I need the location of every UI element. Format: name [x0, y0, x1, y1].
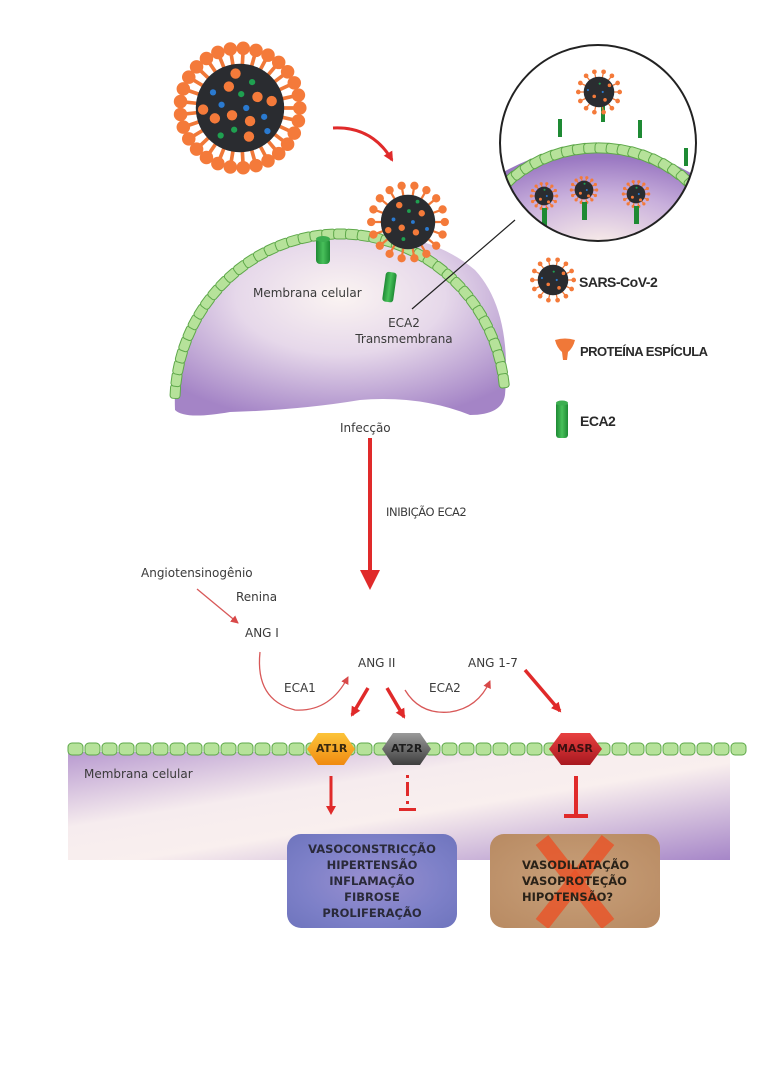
renin-label: Renina — [236, 590, 278, 604]
effect-vasoprotection: VASOPROTEÇÃO — [522, 874, 627, 888]
effect-vasodilation: VASODILATAÇÃO — [522, 858, 630, 872]
at2r-dashed-inhibition — [399, 775, 416, 811]
renin-arrow — [196, 588, 239, 624]
effect-proliferation: PROLIFERAÇÃO — [322, 906, 422, 920]
effect-hypotension: HIPOTENSÃO? — [522, 890, 614, 904]
ang2-to-at2r-arrow — [385, 687, 406, 719]
legend-spike-icon — [555, 338, 575, 360]
ang1-label: ANG I — [245, 626, 279, 640]
bottom-membrane-label: Membrana celular — [84, 767, 193, 781]
eca1-arrow — [258, 651, 349, 711]
ang17-label: ANG 1-7 — [468, 656, 518, 670]
virus-large-icon — [173, 41, 307, 175]
legend-label-ace2: ECA2 — [580, 413, 616, 429]
top-cell-membrane — [169, 228, 510, 400]
eca1-label: ECA1 — [284, 681, 316, 695]
at1r-effects-box: VASOCONSTRICÇÃO HIPERTENSÃO INFLAMAÇÃO F… — [287, 834, 457, 928]
ace2-receptor-top-icon — [316, 236, 330, 264]
masr-inhibition-bar — [564, 776, 588, 818]
at2r-label: AT2R — [391, 742, 423, 755]
masr-receptor[interactable] — [549, 733, 602, 765]
eca2-label: ECA2 — [429, 681, 461, 695]
top-membrane-label: Membrana celular — [253, 286, 362, 300]
legend-label-sars-cov-2: SARS-CoV-2 — [579, 274, 658, 290]
eca2-arrow — [404, 680, 491, 713]
effect-inflammation: INFLAMAÇÃO — [329, 874, 415, 888]
infection-label: Infecção — [340, 421, 391, 435]
effect-vasoconstriction: VASOCONSTRICÇÃO — [308, 842, 436, 856]
ace2-transmembrane-label-2: Transmembrana — [355, 332, 453, 346]
virus-bound-icon — [367, 181, 449, 263]
legend-ace2-icon — [556, 400, 568, 438]
legend-label-spike-protein: PROTEÍNA ESPÍCULA — [580, 344, 708, 359]
legend-virus-icon — [529, 257, 577, 303]
ace2-transmembrane-label-1: ECA2 — [388, 316, 420, 330]
zoom-inset — [499, 44, 697, 242]
at1r-receptor[interactable] — [307, 733, 355, 765]
zoom-callout-line — [411, 219, 516, 310]
blocked-cross-icon — [535, 835, 615, 928]
effect-fibrosis: FIBROSE — [344, 890, 400, 904]
masr-label: MASR — [557, 742, 593, 755]
effect-hypertension: HIPERTENSÃO — [326, 858, 418, 872]
at1r-label: AT1R — [316, 742, 348, 755]
ang2-to-at1r-arrow — [350, 687, 370, 717]
at2r-receptor[interactable] — [382, 733, 431, 765]
ang2-label: ANG II — [358, 656, 396, 670]
angiotensinogen-label: Angiotensinogênio — [141, 566, 253, 580]
at1r-effect-arrowhead — [326, 806, 336, 815]
masr-effects-box: VASODILATAÇÃO VASOPROTEÇÃO HIPOTENSÃO? — [490, 834, 660, 928]
inhibition-arrow-head — [360, 570, 380, 590]
ace2-receptor-bound-icon — [382, 271, 397, 303]
top-cell-cytoplasm — [174, 231, 507, 416]
inhibition-label: INIBIÇÃO ECA2 — [386, 505, 467, 519]
ang17-to-masr-arrow — [523, 668, 562, 713]
infection-curved-arrow — [332, 126, 394, 162]
